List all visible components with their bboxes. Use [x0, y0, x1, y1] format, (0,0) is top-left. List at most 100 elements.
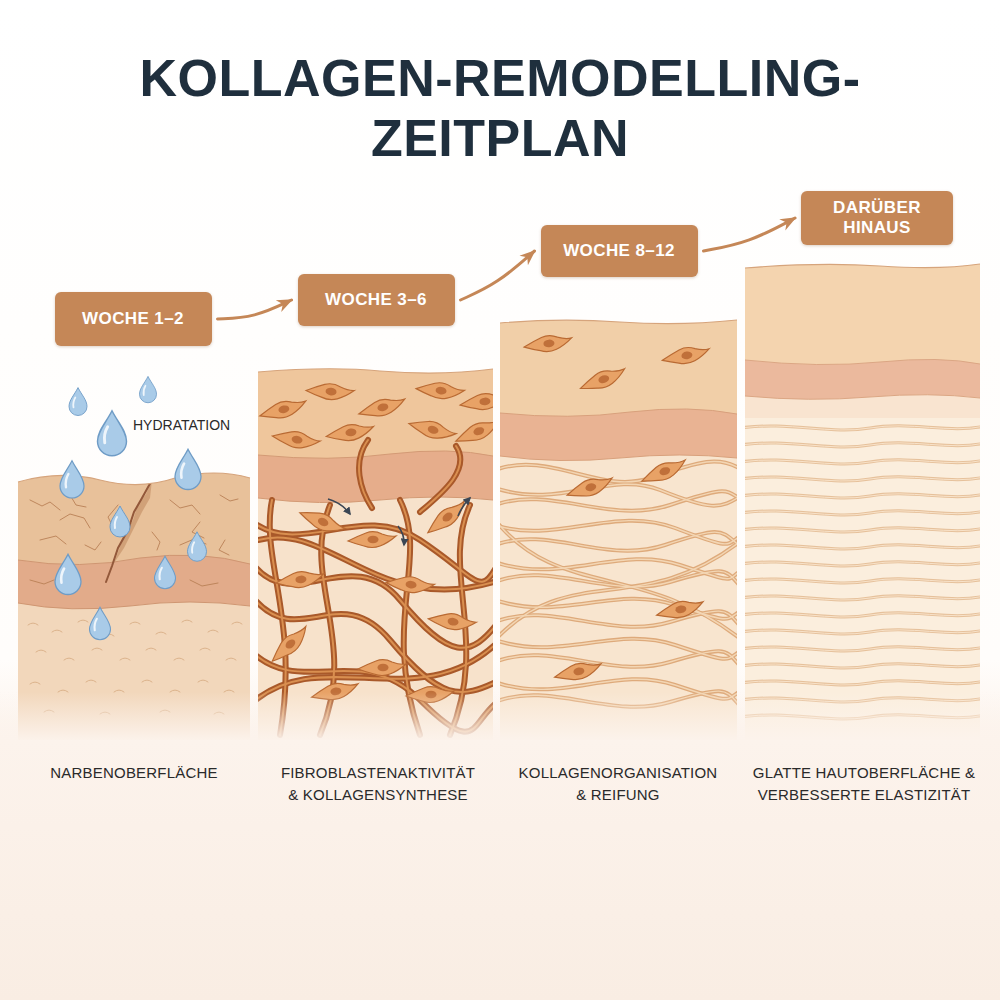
scar-panel — [114, 690, 124, 692]
diagram-title: KOLLAGEN-REMODELLING- ZEITPLAN — [100, 48, 900, 168]
scar-panel — [78, 620, 88, 622]
smooth-skin-panel — [740, 426, 985, 719]
fibroblast-panel — [358, 660, 406, 676]
scar-panel — [224, 690, 234, 692]
fibroblast-panel — [348, 532, 396, 548]
scar-panel — [198, 680, 208, 682]
fibroblast-panel — [415, 379, 465, 401]
scar-panel — [106, 480, 152, 582]
fibroblast-panel — [458, 498, 470, 516]
water-drops — [110, 506, 130, 537]
scar-panel — [40, 536, 66, 544]
maturation-panel — [553, 660, 603, 684]
hydration-label: HYDRATATION — [133, 417, 249, 433]
scar-panel — [120, 658, 130, 660]
scar-panel — [170, 500, 200, 514]
scar-panel — [219, 540, 229, 555]
scar-panel — [152, 532, 160, 550]
scar-panel — [156, 632, 166, 634]
scar-panel — [36, 650, 46, 652]
scar-panel — [85, 542, 101, 550]
scar-panel — [18, 555, 250, 609]
fibroblast-panel — [266, 623, 313, 666]
water-drops — [155, 556, 176, 589]
week-label-box: WOCHE 3–6 — [298, 274, 455, 326]
water-drops — [55, 376, 207, 639]
scar-panel — [18, 555, 250, 564]
scar-panel — [58, 690, 68, 692]
scar-panel — [208, 630, 218, 632]
skin-surface-line — [500, 320, 737, 324]
water-drops — [69, 388, 87, 416]
fibroblast-panel — [407, 415, 458, 445]
timeline-arrow — [218, 300, 292, 319]
fibroblast-panel — [258, 497, 493, 503]
maturation-panel — [523, 334, 572, 354]
fibroblast-panel — [357, 395, 407, 420]
maturation-panel — [500, 455, 737, 461]
maturation-panel — [500, 409, 737, 416]
scar-panel — [86, 680, 96, 682]
scar-panel — [52, 630, 62, 632]
water-drops — [98, 411, 127, 456]
maturation-panel — [639, 456, 690, 487]
week-label-box: DARÜBER HINAUS — [801, 191, 953, 245]
fibroblast-panel — [398, 526, 404, 545]
week-label: WOCHE 8–12 — [563, 241, 675, 261]
maturation-panel — [655, 598, 705, 622]
maturation-panel — [565, 474, 615, 502]
skin-surface-line — [745, 264, 980, 268]
water-drops — [90, 607, 111, 640]
scar-panel — [64, 658, 74, 660]
fibroblast-panel — [305, 381, 354, 402]
water-drops — [175, 449, 201, 489]
timeline-arrow — [704, 218, 796, 251]
scar-surface-line — [18, 473, 250, 485]
scar-panel — [174, 658, 184, 660]
maturation-panel — [500, 310, 737, 740]
fibroblast-panel — [271, 427, 321, 452]
scar-panel — [182, 620, 192, 622]
scar-panel — [130, 622, 140, 624]
scar-panel — [30, 500, 60, 510]
smooth-skin-panel — [740, 426, 985, 719]
stage-caption: NARBENOBERFLÄCHE — [16, 762, 252, 784]
scar-panel — [200, 648, 210, 650]
fibroblast-panel — [385, 573, 435, 595]
scar-panel — [232, 622, 242, 624]
water-drops — [188, 532, 207, 561]
panel-fade — [0, 692, 1000, 742]
fibroblast-panel — [423, 497, 471, 537]
smooth-skin-panel — [745, 395, 980, 400]
scar-panel — [170, 690, 180, 692]
maturation-panel — [495, 310, 742, 740]
stage-caption: KOLLAGENORGANISATION & REIFUNG — [500, 762, 736, 806]
scar-panel — [226, 658, 236, 660]
week-label: DARÜBER HINAUS — [821, 198, 933, 238]
scar-panel — [190, 580, 218, 586]
scar-panel — [18, 602, 250, 609]
smooth-skin-panel — [745, 359, 980, 399]
fibroblast-panel — [427, 610, 477, 634]
stage-caption: FIBROBLASTENAKTIVITÄT & KOLLAGENSYNTHESE — [260, 762, 496, 806]
scar-panel — [92, 648, 102, 650]
fibroblast-panel — [258, 397, 308, 422]
week-label: WOCHE 1–2 — [82, 309, 184, 329]
smooth-skin-panel — [740, 255, 985, 740]
stage-caption: GLATTE HAUTOBERFLÄCHE & VERBESSERTE ELAS… — [742, 762, 986, 806]
week-label-box: WOCHE 1–2 — [55, 292, 212, 346]
week-label-box: WOCHE 8–12 — [541, 225, 698, 277]
scar-panel — [106, 480, 152, 582]
fibroblast-panel — [453, 416, 504, 447]
scar-panel — [60, 514, 90, 528]
fibroblast-panel — [275, 570, 324, 590]
maturation-panel — [495, 461, 742, 708]
fibroblast-panel — [250, 440, 500, 735]
smooth-skin-panel — [745, 359, 980, 364]
water-drops — [60, 461, 84, 498]
week-label: WOCHE 3–6 — [325, 290, 427, 310]
smooth-skin-panel — [745, 395, 980, 420]
